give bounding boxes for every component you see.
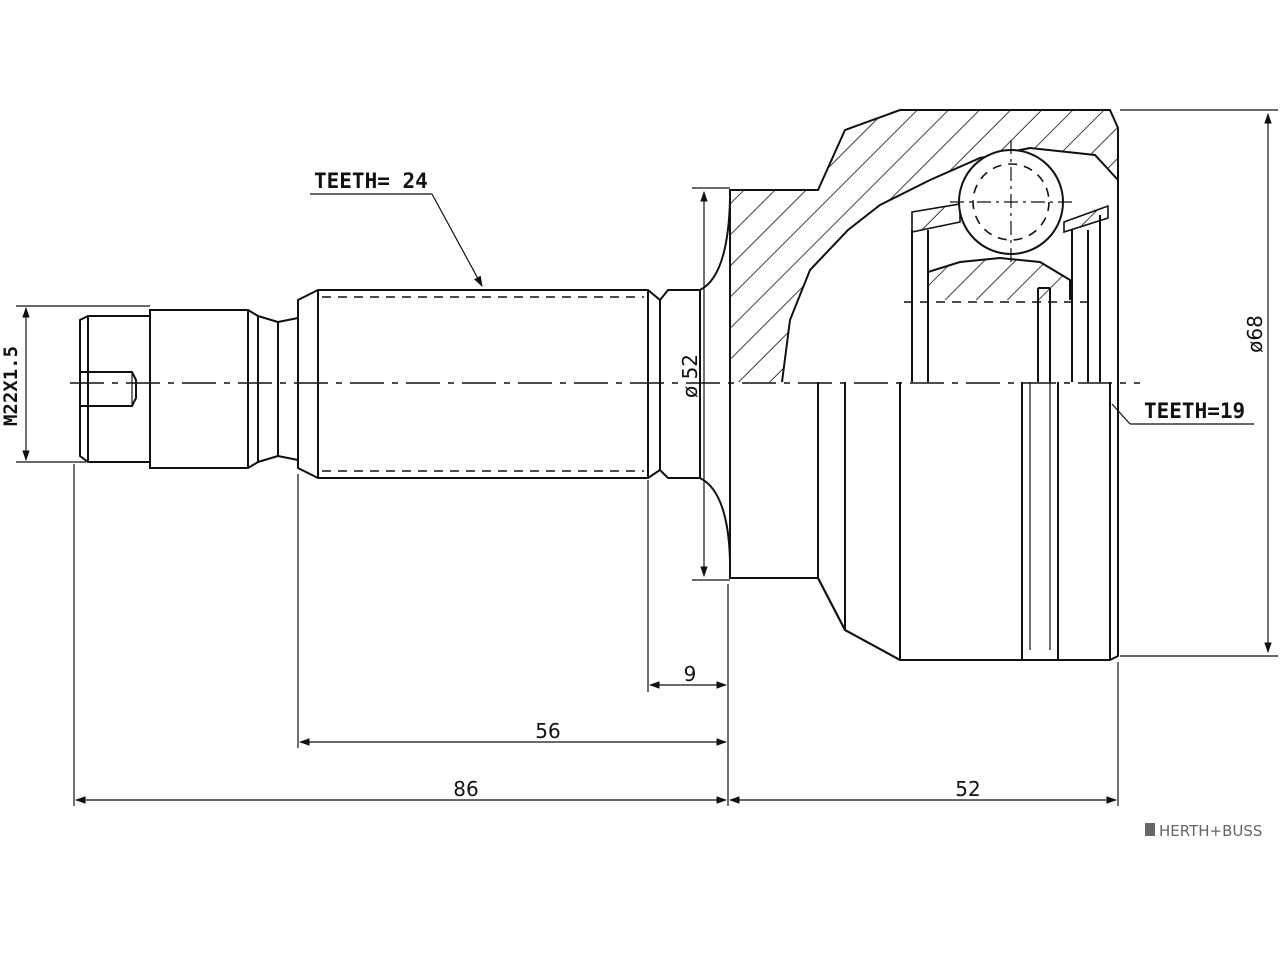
ball bbox=[950, 140, 1072, 262]
dimension-flange-diameter: ø 52 bbox=[678, 187, 730, 581]
dimension-9: 9 bbox=[648, 662, 728, 689]
dimension-outer-diameter: ø68 bbox=[1120, 109, 1278, 657]
threaded-end bbox=[79, 309, 299, 469]
flange-diameter-label: ø 52 bbox=[678, 354, 702, 398]
teeth-bore-label: TEETH=19 bbox=[1144, 399, 1245, 423]
splined-shaft bbox=[297, 289, 701, 479]
dimension-thread: M22X1.5 bbox=[0, 305, 150, 463]
dimension-86: 86 bbox=[74, 777, 728, 804]
inner-race bbox=[904, 203, 1109, 382]
brand-name: HERTH+BUSS bbox=[1159, 822, 1262, 840]
dim-86-label: 86 bbox=[453, 777, 478, 801]
dimension-56: 56 bbox=[298, 719, 728, 746]
dimension-52: 52 bbox=[728, 777, 1118, 804]
teeth-shaft-label: TEETH= 24 bbox=[314, 169, 428, 193]
outer-diameter-label: ø68 bbox=[1243, 315, 1267, 353]
leader-teeth-shaft: TEETH= 24 bbox=[310, 169, 483, 287]
outer-housing bbox=[730, 109, 1119, 661]
thread-label: M22X1.5 bbox=[0, 346, 22, 426]
extension-lines bbox=[73, 464, 1119, 806]
dim-52-label: 52 bbox=[955, 777, 980, 801]
dim-9-label: 9 bbox=[684, 662, 697, 686]
brand-mark-icon bbox=[1145, 823, 1155, 836]
dim-56-label: 56 bbox=[535, 719, 560, 743]
brand-logo: HERTH+BUSS bbox=[1145, 822, 1262, 840]
leader-teeth-bore: TEETH=19 bbox=[1111, 399, 1254, 425]
